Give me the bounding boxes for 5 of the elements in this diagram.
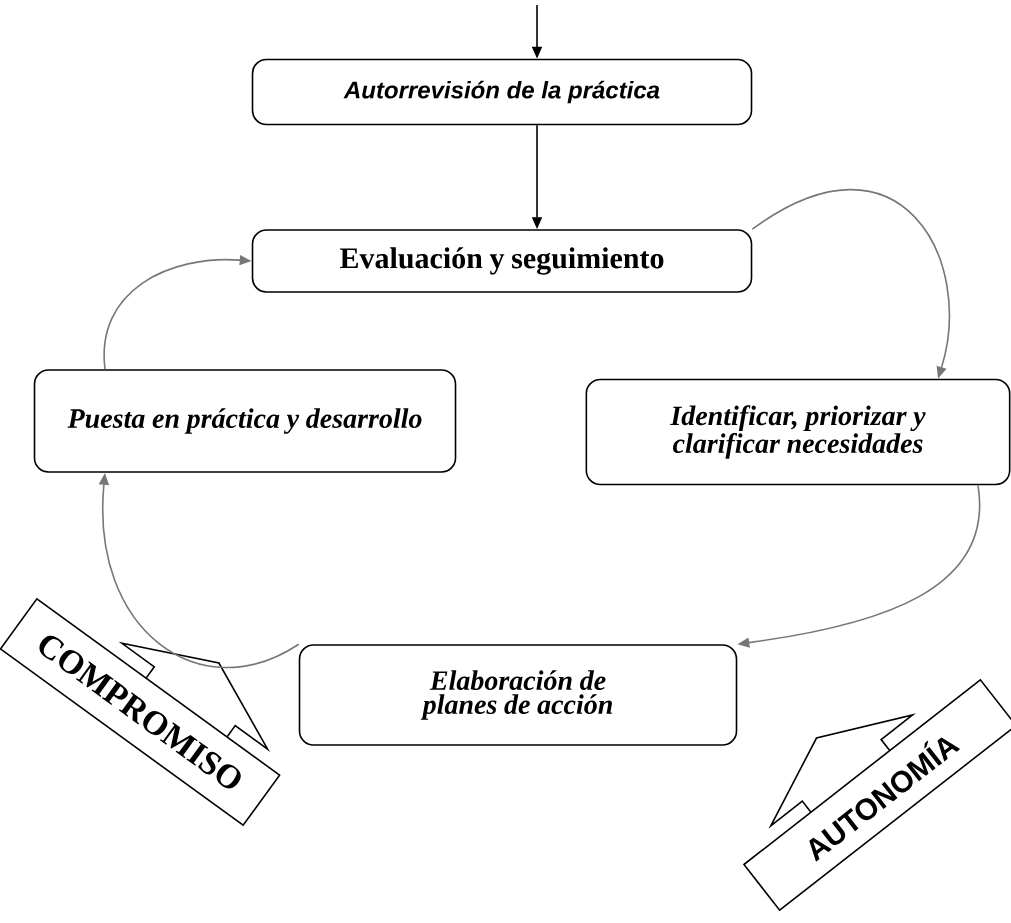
process-box: Autorrevisión de la práctica bbox=[251, 58, 753, 126]
process-box: Elaboración de planes de acción bbox=[298, 644, 738, 746]
process-box: Evaluación y seguimiento bbox=[251, 229, 753, 293]
process-box: Puesta en práctica y desarrollo bbox=[33, 369, 457, 473]
process-box: Identificar, priorizar y clarificar necesidades bbox=[585, 378, 1011, 486]
